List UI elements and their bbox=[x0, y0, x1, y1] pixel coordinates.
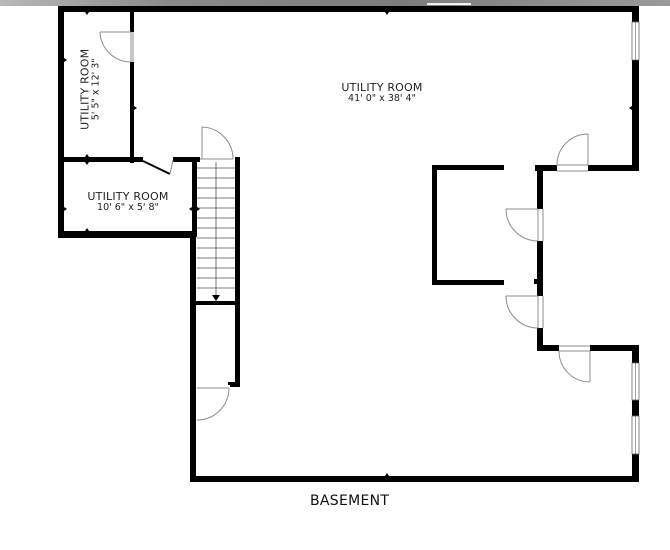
doors bbox=[99, 31, 591, 421]
stair-down-arrow-icon bbox=[212, 295, 220, 301]
room-label-wide-closet: UTILITY ROOM 10' 6" x 5' 8" bbox=[68, 190, 188, 214]
room-dimensions: 5' 5" x 12' 3" bbox=[90, 58, 102, 121]
scroll-thumb[interactable] bbox=[427, 3, 471, 5]
top-scroll-bar bbox=[0, 0, 670, 6]
staircase bbox=[197, 162, 235, 301]
floor-label: BASEMENT bbox=[310, 493, 390, 509]
room-dimensions: 10' 6" x 5' 8" bbox=[97, 202, 159, 214]
dimension-ticks bbox=[64, 12, 632, 476]
walls bbox=[58, 6, 639, 482]
room-dimensions: 41' 0" x 38' 4" bbox=[348, 93, 416, 105]
room-label-tall-closet: UTILITY ROOM 5' 5" x 12' 3" bbox=[79, 34, 103, 144]
room-name: UTILITY ROOM bbox=[341, 81, 423, 94]
room-label-main-utility: UTILITY ROOM 41' 0" x 38' 4" bbox=[322, 81, 442, 105]
windows bbox=[631, 21, 640, 455]
room-name: UTILITY ROOM bbox=[87, 190, 169, 203]
